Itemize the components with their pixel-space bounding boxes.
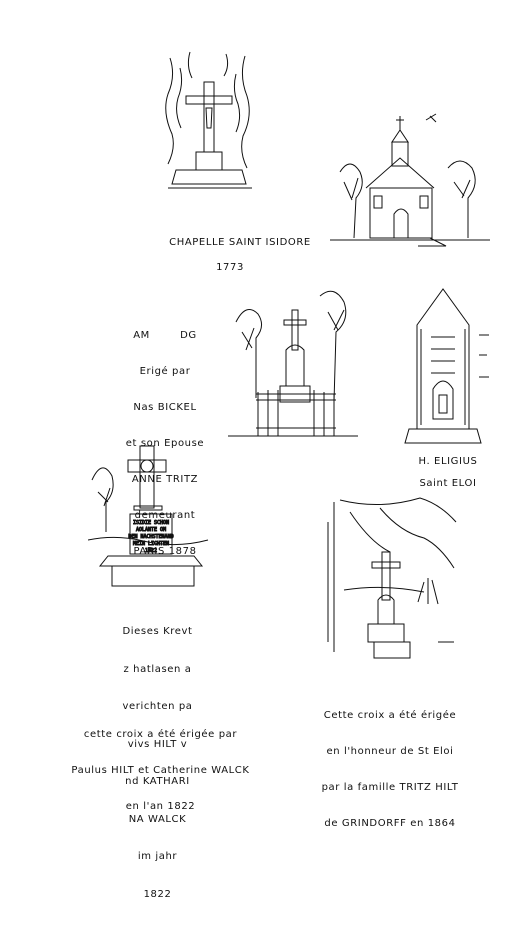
bickel-line: PARIS 1878 bbox=[133, 546, 197, 557]
bickel-line: Erigé par bbox=[139, 366, 191, 377]
tritz-line: de GRINDORFF en 1864 bbox=[324, 818, 456, 829]
hilt-german-line: vivs HILT v bbox=[127, 738, 188, 750]
tritz-cross-sketch bbox=[327, 497, 457, 659]
hilt-german-line: Dieses Krevt bbox=[122, 626, 193, 637]
hilt-cross-sketch: ISIDIE SCHON AOLANTE OM DEN NACHSTENAND … bbox=[88, 445, 209, 587]
chapel-sketch bbox=[330, 113, 490, 247]
hilt-german-line: im jahr bbox=[137, 851, 178, 862]
hilt-french-line: cette croix a été érigée par bbox=[83, 729, 238, 740]
hilt-french-line: en l'an 1822 bbox=[125, 801, 196, 812]
tritz-inscription: Cette croix a été érigée en l'honneur de… bbox=[300, 686, 480, 854]
saint-eloi-niche-sketch bbox=[404, 288, 489, 444]
fenced-cross-sketch bbox=[228, 290, 358, 437]
plaque-line: 1822 bbox=[145, 548, 157, 554]
bickel-line: demeurant bbox=[134, 510, 196, 521]
wayside-cross-sketch bbox=[165, 51, 252, 189]
bickel-line: ANNE TRITZ bbox=[131, 474, 199, 485]
bickel-inscription: AM DG Erigé par Nas BICKEL et son Epouse… bbox=[100, 306, 230, 582]
bickel-line: et son Epouse bbox=[125, 438, 205, 449]
hilt-french-inscription: cette croix a été érigée par Paulus HILT… bbox=[48, 705, 273, 837]
bickel-line: Nas BICKEL bbox=[133, 402, 197, 413]
hilt-german-line: 1822 bbox=[143, 888, 172, 900]
chapel-year: 1773 bbox=[216, 262, 244, 273]
plaque-line: MEIN LICHTEN bbox=[133, 541, 169, 547]
tritz-line: en l'honneur de St Eloi bbox=[326, 746, 454, 757]
plaque-line: ISIDIE SCHON bbox=[133, 520, 169, 526]
hilt-german-line: z hatlasen a bbox=[123, 663, 192, 675]
bickel-line: AM DG bbox=[133, 330, 197, 341]
chapel-title: CHAPELLE SAINT ISIDORE bbox=[169, 237, 311, 248]
eligius-subtitle: Saint ELOI bbox=[419, 478, 477, 489]
hilt-german-line: verichten pa bbox=[122, 701, 193, 712]
plaque-line: AOLANTE OM bbox=[136, 527, 166, 533]
document-page: CHAPELLE SAINT ISIDORE 1773 AM DG Erigé … bbox=[71, 51, 490, 900]
eligius-name: H. ELIGIUS bbox=[418, 456, 478, 467]
tritz-line: Cette croix a été érigée bbox=[323, 710, 457, 721]
tritz-line: par la famille TRITZ HILT bbox=[321, 782, 459, 793]
plaque-line: DEN NACHSTENAND bbox=[128, 534, 173, 540]
